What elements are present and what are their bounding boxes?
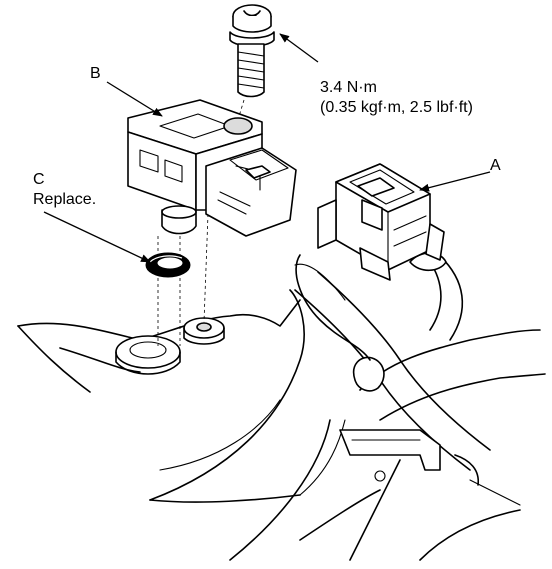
torque-spec-line1: 3.4 N·m	[320, 79, 377, 96]
intake-manifold	[17, 254, 546, 561]
torque-spec-line2: (0.35 kgf·m, 2.5 lbf·ft)	[320, 99, 473, 116]
callout-c-label: C	[33, 171, 45, 188]
wire-harness	[409, 249, 464, 341]
callout-b-label: B	[90, 65, 101, 82]
leader-lines	[43, 33, 491, 263]
callout-c-note: Replace.	[33, 191, 97, 208]
callout-a-label: A	[490, 157, 501, 174]
bolt-icon	[229, 4, 275, 98]
o-ring-icon	[145, 252, 191, 278]
sensor-icon	[127, 99, 297, 237]
connector-icon	[317, 163, 445, 281]
